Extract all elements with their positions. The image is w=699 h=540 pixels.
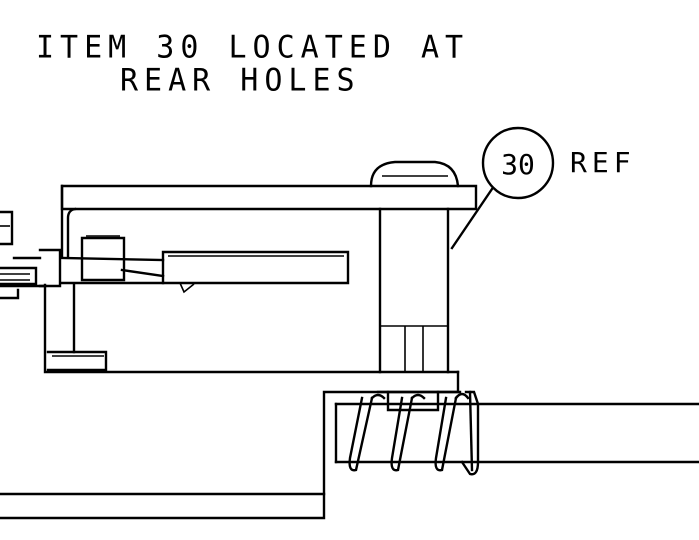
note-line-2: REAR HOLES: [120, 62, 361, 99]
rod: [334, 402, 699, 464]
balloon-suffix: REF: [570, 146, 636, 179]
latch-block: [0, 210, 126, 300]
balloon-circle: [481, 126, 555, 200]
item-balloon: 30 REF: [450, 126, 636, 250]
lever: [60, 250, 350, 294]
bracket: [43, 184, 478, 394]
housing: [0, 390, 462, 520]
screw: [369, 160, 460, 412]
spring: [348, 390, 480, 476]
note-line-1: ITEM 30 LOCATED AT: [36, 29, 470, 66]
leader-line: [450, 187, 494, 250]
balloon-number: 30: [501, 148, 535, 181]
